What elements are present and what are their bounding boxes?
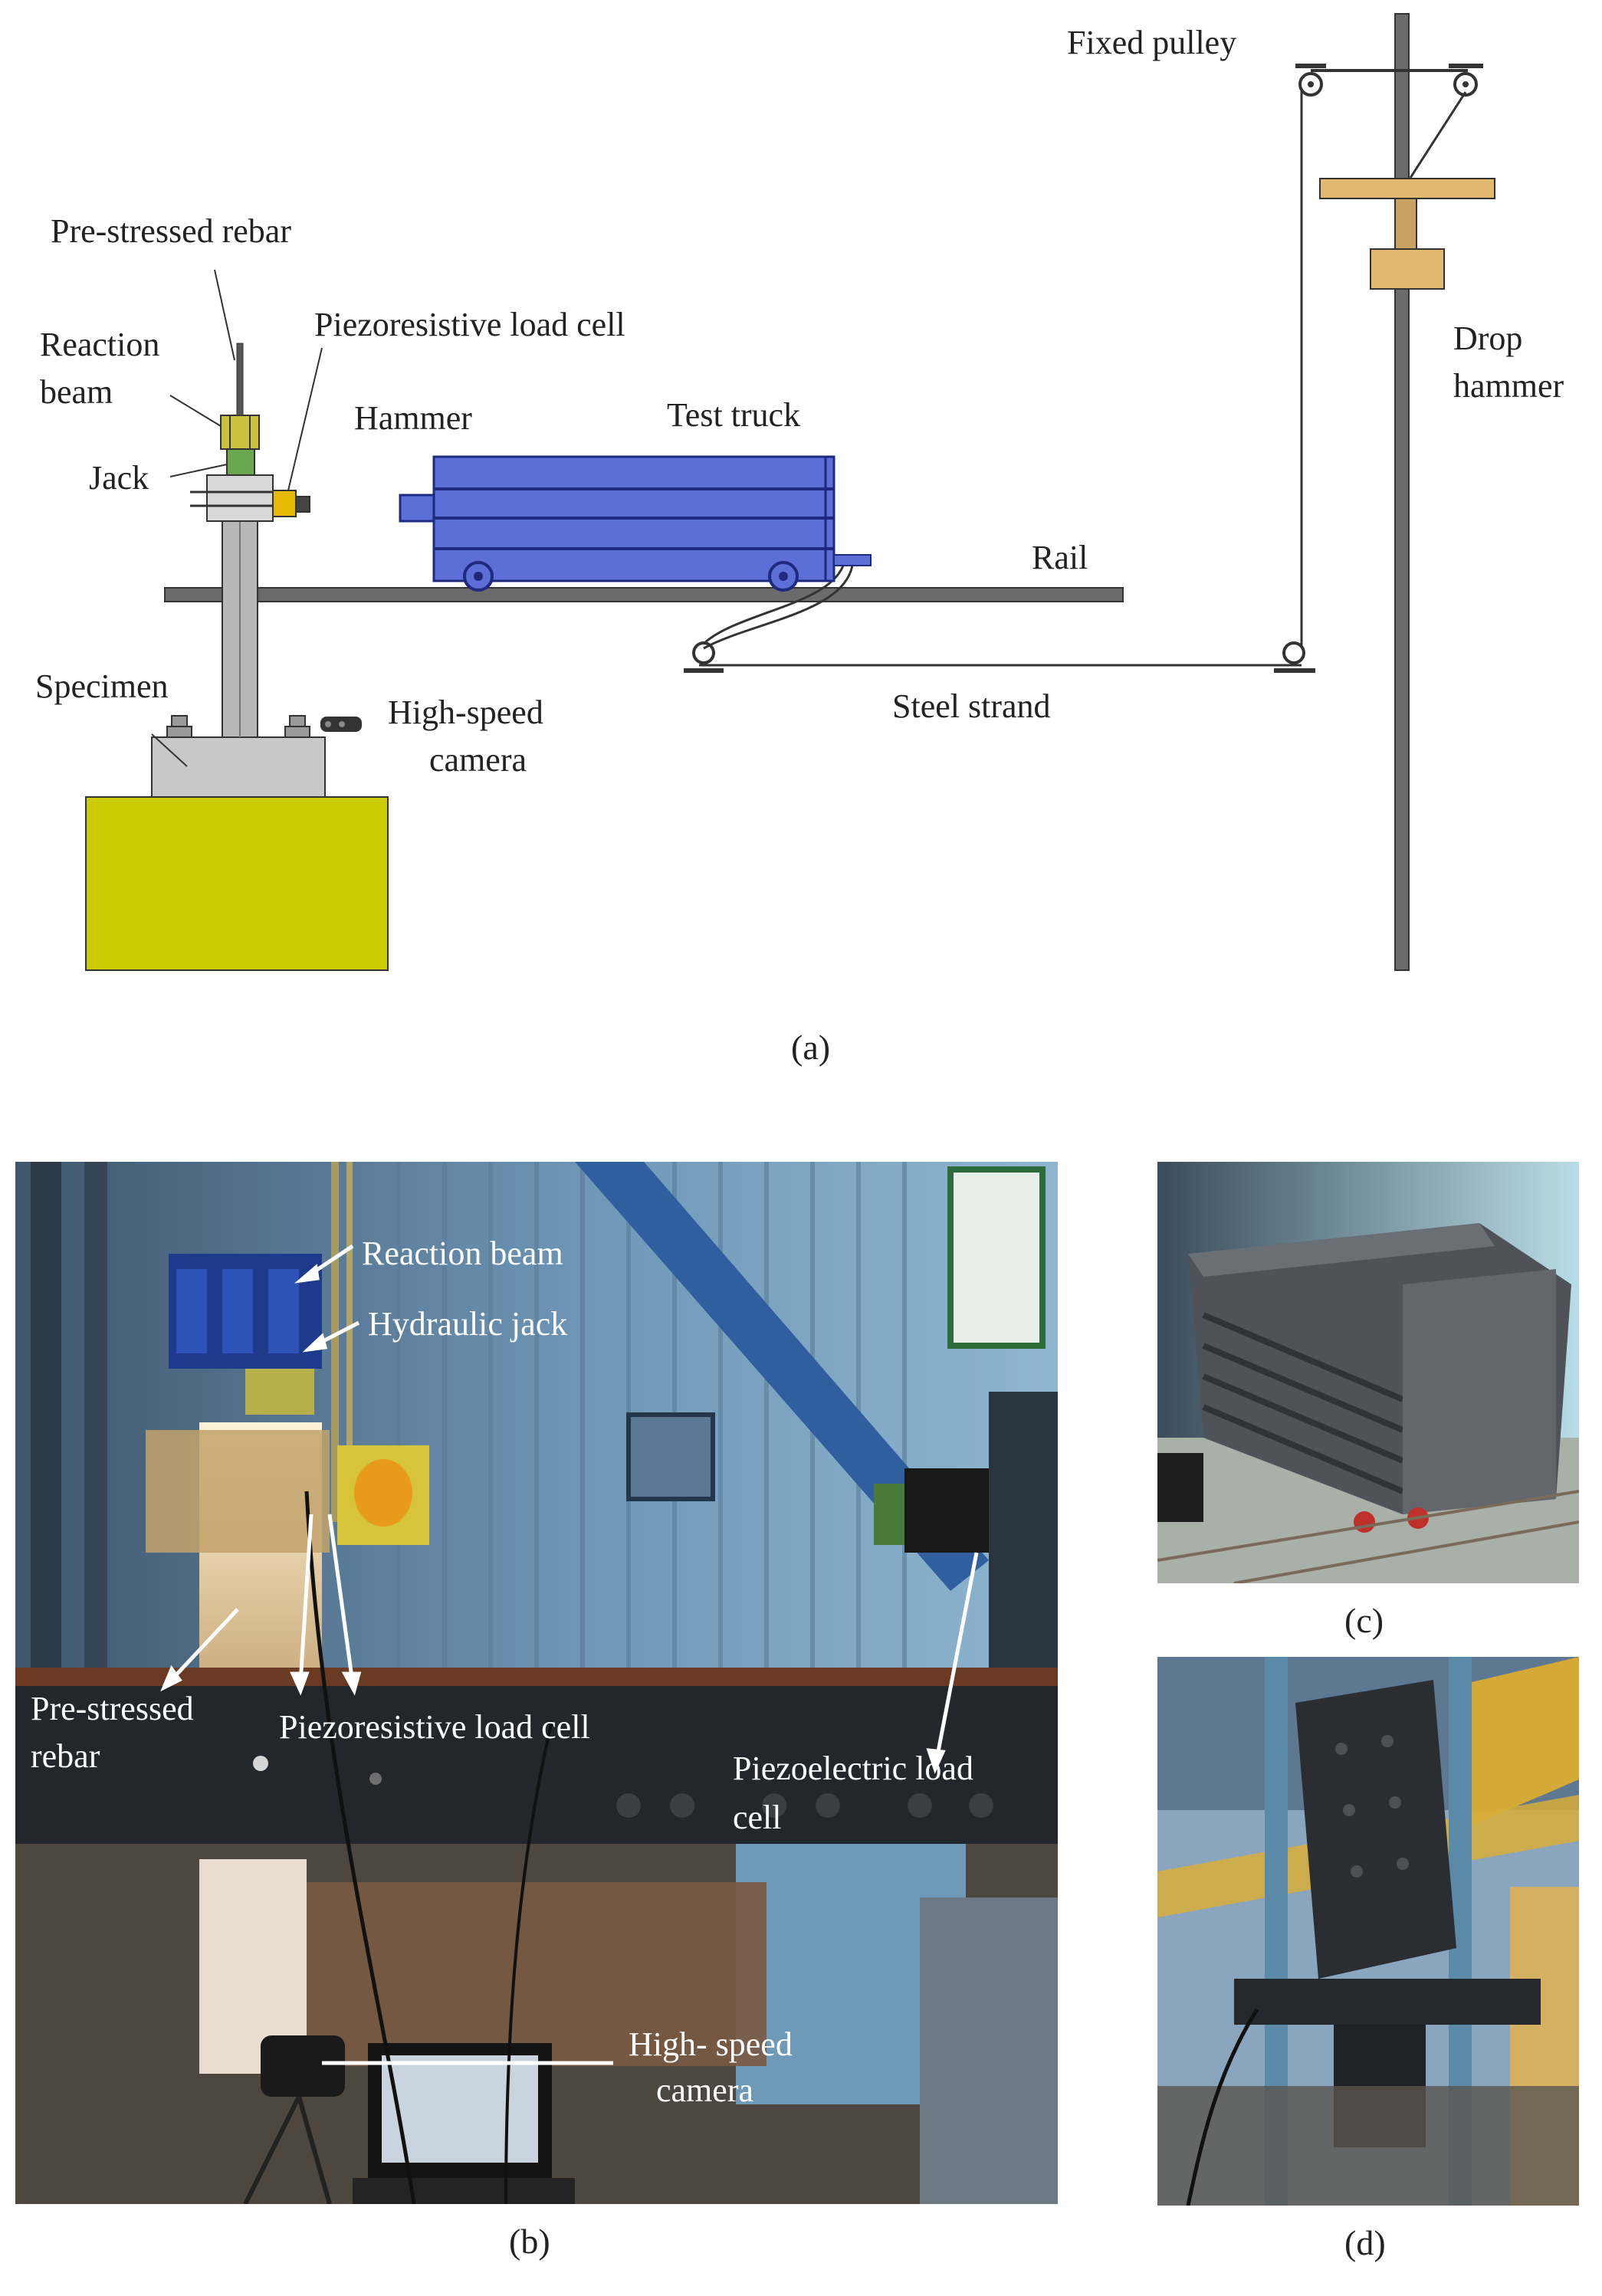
caption-d: (d) <box>1344 2223 1386 2262</box>
camera-lens <box>325 721 331 727</box>
specimen-block <box>151 736 326 798</box>
leader-specimen <box>151 733 188 767</box>
bolt-right-nut <box>284 726 310 738</box>
load-cell-connector <box>295 496 310 513</box>
drop-hammer-stem <box>1394 198 1417 253</box>
pulley-axle-right <box>1462 81 1469 87</box>
label-camera: camera <box>429 741 527 779</box>
label-hammer-drop: hammer <box>1453 367 1564 405</box>
yellow-base <box>85 796 389 971</box>
bottom-pulley-right-icon <box>1282 641 1305 664</box>
drop-hammer-weight <box>1370 248 1445 290</box>
leader-load-cell <box>287 347 323 491</box>
caption-c: (c) <box>1344 1601 1384 1640</box>
label-specimen: Specimen <box>35 667 169 705</box>
photo-b-image: Reaction beam Hydraulic jack Pre-stresse… <box>15 1162 1058 2204</box>
rail <box>164 587 1124 602</box>
load-bracket <box>206 474 274 522</box>
pre-stressed-rebar <box>236 343 244 416</box>
label-rail: Rail <box>1032 539 1088 576</box>
caption-a: (a) <box>791 1028 830 1067</box>
strand-to-truck-2 <box>703 565 854 650</box>
photo-c-image <box>1157 1162 1579 1583</box>
label-fixed-pulley: Fixed pulley <box>1067 24 1236 61</box>
reaction-beam-icon <box>220 415 260 450</box>
leader-reaction-beam <box>169 395 222 427</box>
camera-lens-2 <box>339 721 345 727</box>
label-drop: Drop <box>1453 320 1522 357</box>
label-piezoresistive-load-cell: Piezoresistive load cell <box>314 306 625 343</box>
caption-b: (b) <box>509 2222 550 2261</box>
label-b-reaction-beam: Reaction beam <box>362 1235 563 1272</box>
label-b-pre-stressed: Pre-stressed <box>31 1690 194 1727</box>
drop-hammer-plate <box>1319 178 1495 199</box>
wheel-hub-left <box>474 572 483 581</box>
label-b-hydraulic-jack: Hydraulic jack <box>368 1305 567 1343</box>
label-hammer: Hammer <box>354 399 472 437</box>
label-high-speed: High-speed <box>388 694 543 731</box>
truck-hook <box>833 554 872 566</box>
label-b-piezoelectric: Piezoelectric load <box>733 1750 973 1787</box>
label-b-cell: cell <box>733 1799 782 1836</box>
label-jack: Jack <box>89 459 149 497</box>
drop-hammer-column <box>1394 13 1410 971</box>
hammer-cable <box>1409 91 1467 179</box>
label-b-camera: camera <box>656 2071 753 2109</box>
jack-icon <box>226 448 255 476</box>
caption-c-area: (c) <box>1344 1601 1384 1640</box>
label-beam: beam <box>40 373 113 411</box>
label-b-high-speed: High- speed <box>629 2025 793 2063</box>
label-test-truck: Test truck <box>667 396 800 434</box>
photo-b: Reaction beam Hydraulic jack Pre-stresse… <box>15 1162 1058 2204</box>
photo-d <box>1157 1657 1579 2206</box>
leader-rebar <box>214 269 235 361</box>
photo-d-image <box>1157 1657 1579 2206</box>
pulley-axle-left <box>1308 81 1314 87</box>
label-b-rebar: rebar <box>31 1737 100 1775</box>
caption-b-area: (b) <box>509 2222 550 2261</box>
leader-jack <box>169 464 228 477</box>
photo-c <box>1157 1162 1579 1583</box>
piezoresistive-load-cell-icon <box>272 490 297 517</box>
label-pre-stressed-rebar: Pre-stressed rebar <box>51 212 291 250</box>
wheel-hub-right <box>779 572 788 581</box>
caption-d-area: (d) <box>1344 2223 1386 2262</box>
hammer-block <box>399 494 435 523</box>
label-steel-strand: Steel strand <box>892 687 1051 725</box>
bolt-left-nut <box>166 726 192 738</box>
label-b-piezoresistive: Piezoresistive load cell <box>279 1708 590 1746</box>
label-reaction: Reaction <box>40 326 159 363</box>
schematic-diagram: Fixed pulley Pre-stressed rebar Reaction… <box>35 13 1564 1067</box>
